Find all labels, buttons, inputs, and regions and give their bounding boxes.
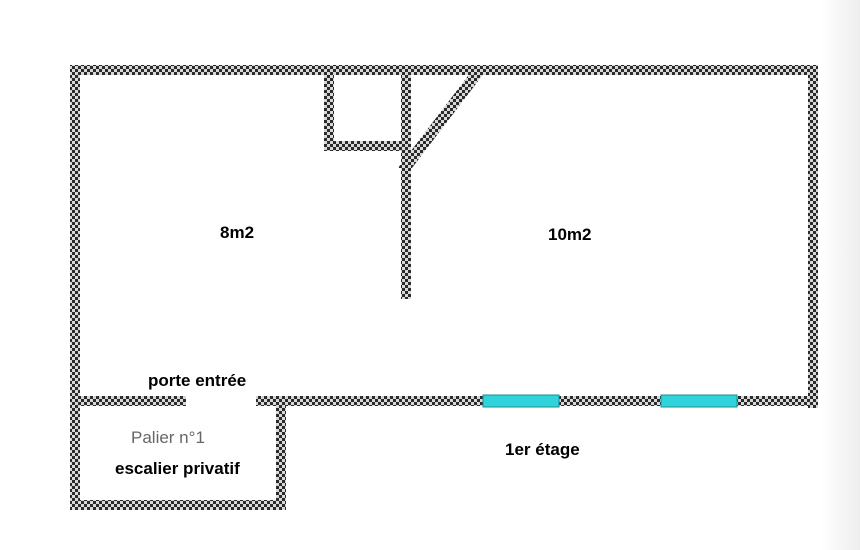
left-wall: [70, 65, 80, 510]
landing-label: Palier n°1: [131, 428, 205, 447]
floor-label: 1er étage: [505, 440, 580, 459]
right-wall: [808, 65, 818, 408]
landing-right-wall: [276, 396, 286, 510]
left-room-area-label: 8m2: [220, 223, 255, 242]
bottom-wall-left-segment: [70, 396, 186, 406]
stairs-label: escalier privatif: [115, 459, 240, 478]
partition-wall: [401, 65, 411, 299]
window-left: [482, 394, 560, 408]
closet-left-wall: [324, 65, 334, 151]
right-room-area-label: 10m2: [548, 225, 592, 244]
top-wall: [70, 65, 818, 75]
diagonal-wall: [398, 68, 488, 168]
closet-bottom-wall: [324, 141, 410, 151]
door-label: porte entrée: [148, 371, 247, 390]
window-right: [660, 394, 738, 408]
right-edge-shadow: [820, 0, 860, 550]
landing-bottom-wall: [70, 500, 286, 510]
